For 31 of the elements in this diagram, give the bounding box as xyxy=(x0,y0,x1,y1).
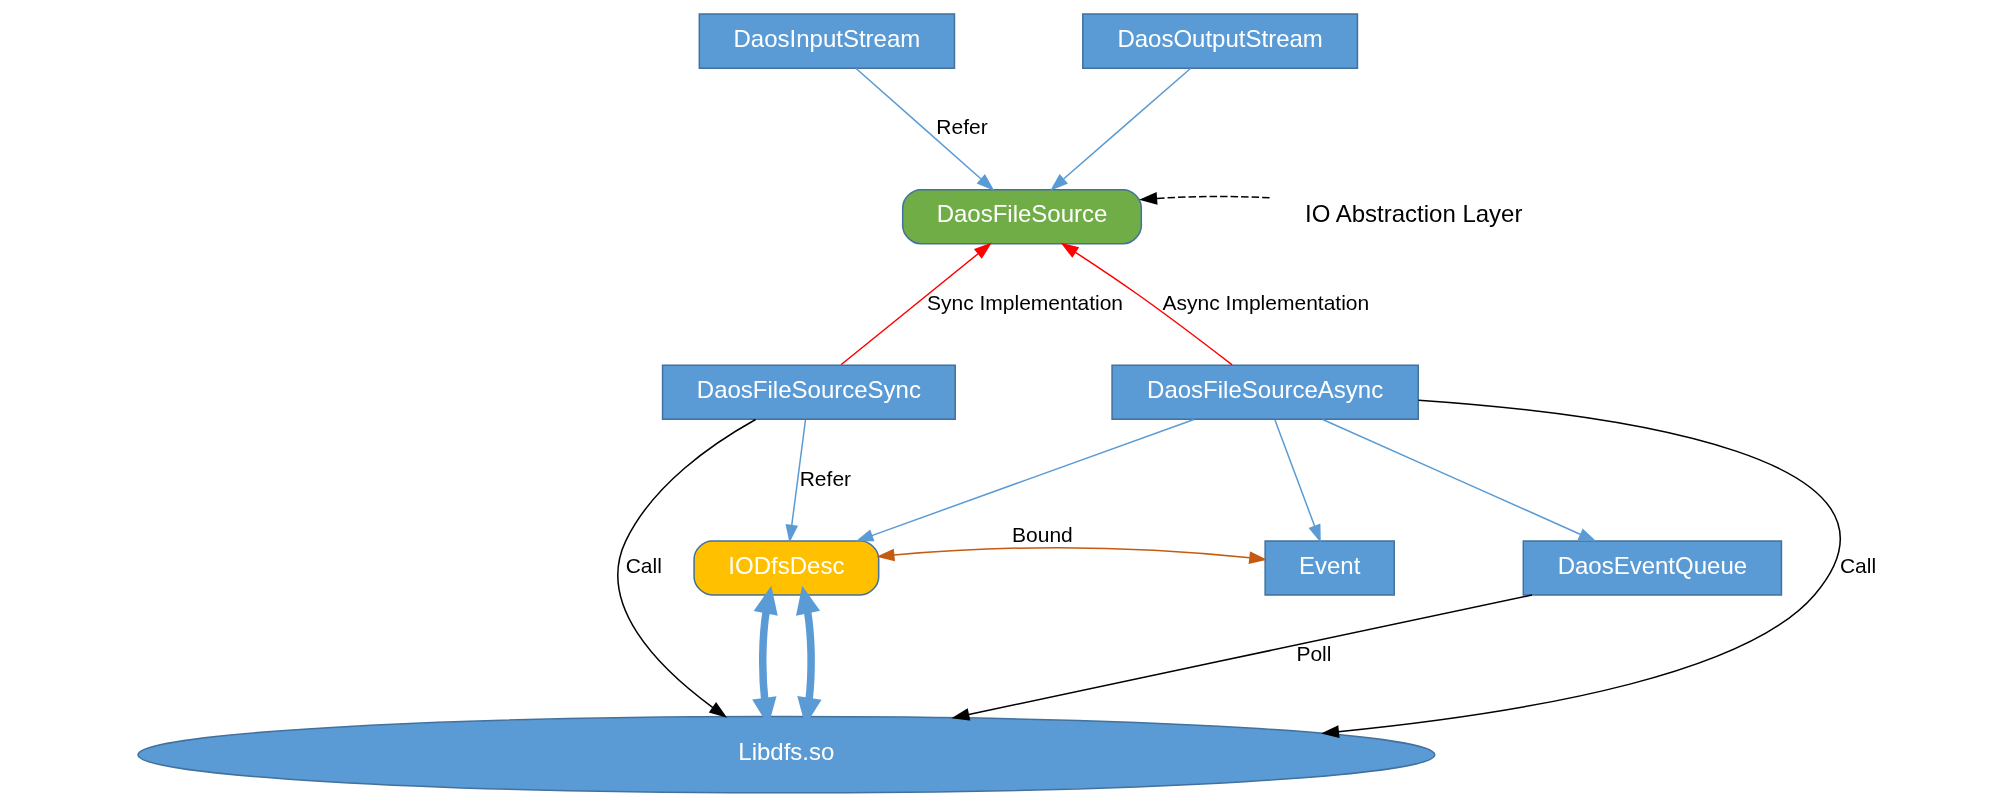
edge-label: Refer xyxy=(935,115,988,139)
node-box: DaosOutputStream xyxy=(1081,13,1358,69)
edge-label: Poll xyxy=(1295,642,1331,666)
arrow xyxy=(1273,419,1321,543)
arrow xyxy=(854,418,1195,542)
node-ellipse: Libdfs.so xyxy=(136,715,1435,794)
arrow xyxy=(839,242,992,366)
arrow xyxy=(1320,399,1841,738)
node-box: IODfsDesc xyxy=(692,540,879,596)
node-text: IO Abstraction Layer xyxy=(1304,200,1522,228)
arrow xyxy=(1049,67,1191,191)
edge-label: Call xyxy=(1839,554,1876,578)
arrow xyxy=(854,67,994,191)
arrow xyxy=(616,418,756,718)
arrow xyxy=(785,419,806,543)
arrow xyxy=(950,594,1533,721)
arrow xyxy=(1321,418,1597,542)
node-box: Event xyxy=(1263,540,1395,596)
node-box: DaosEventQueue xyxy=(1522,540,1782,596)
arrow xyxy=(1060,242,1233,366)
edge-label: Call xyxy=(625,554,662,578)
arrow xyxy=(1138,192,1270,205)
edge-label: Async Implementation xyxy=(1162,291,1369,315)
node-box: DaosFileSource xyxy=(901,188,1142,245)
node-box: DaosFileSourceAsync xyxy=(1110,364,1419,421)
edge-label: Refer xyxy=(799,466,851,490)
edge-label: Bound xyxy=(1011,523,1073,547)
edge-label: Sync Implementation xyxy=(926,291,1123,315)
node-box: DaosFileSourceSync xyxy=(661,364,956,421)
arrow xyxy=(875,546,1267,564)
node-box: DaosInputStream xyxy=(698,13,955,69)
